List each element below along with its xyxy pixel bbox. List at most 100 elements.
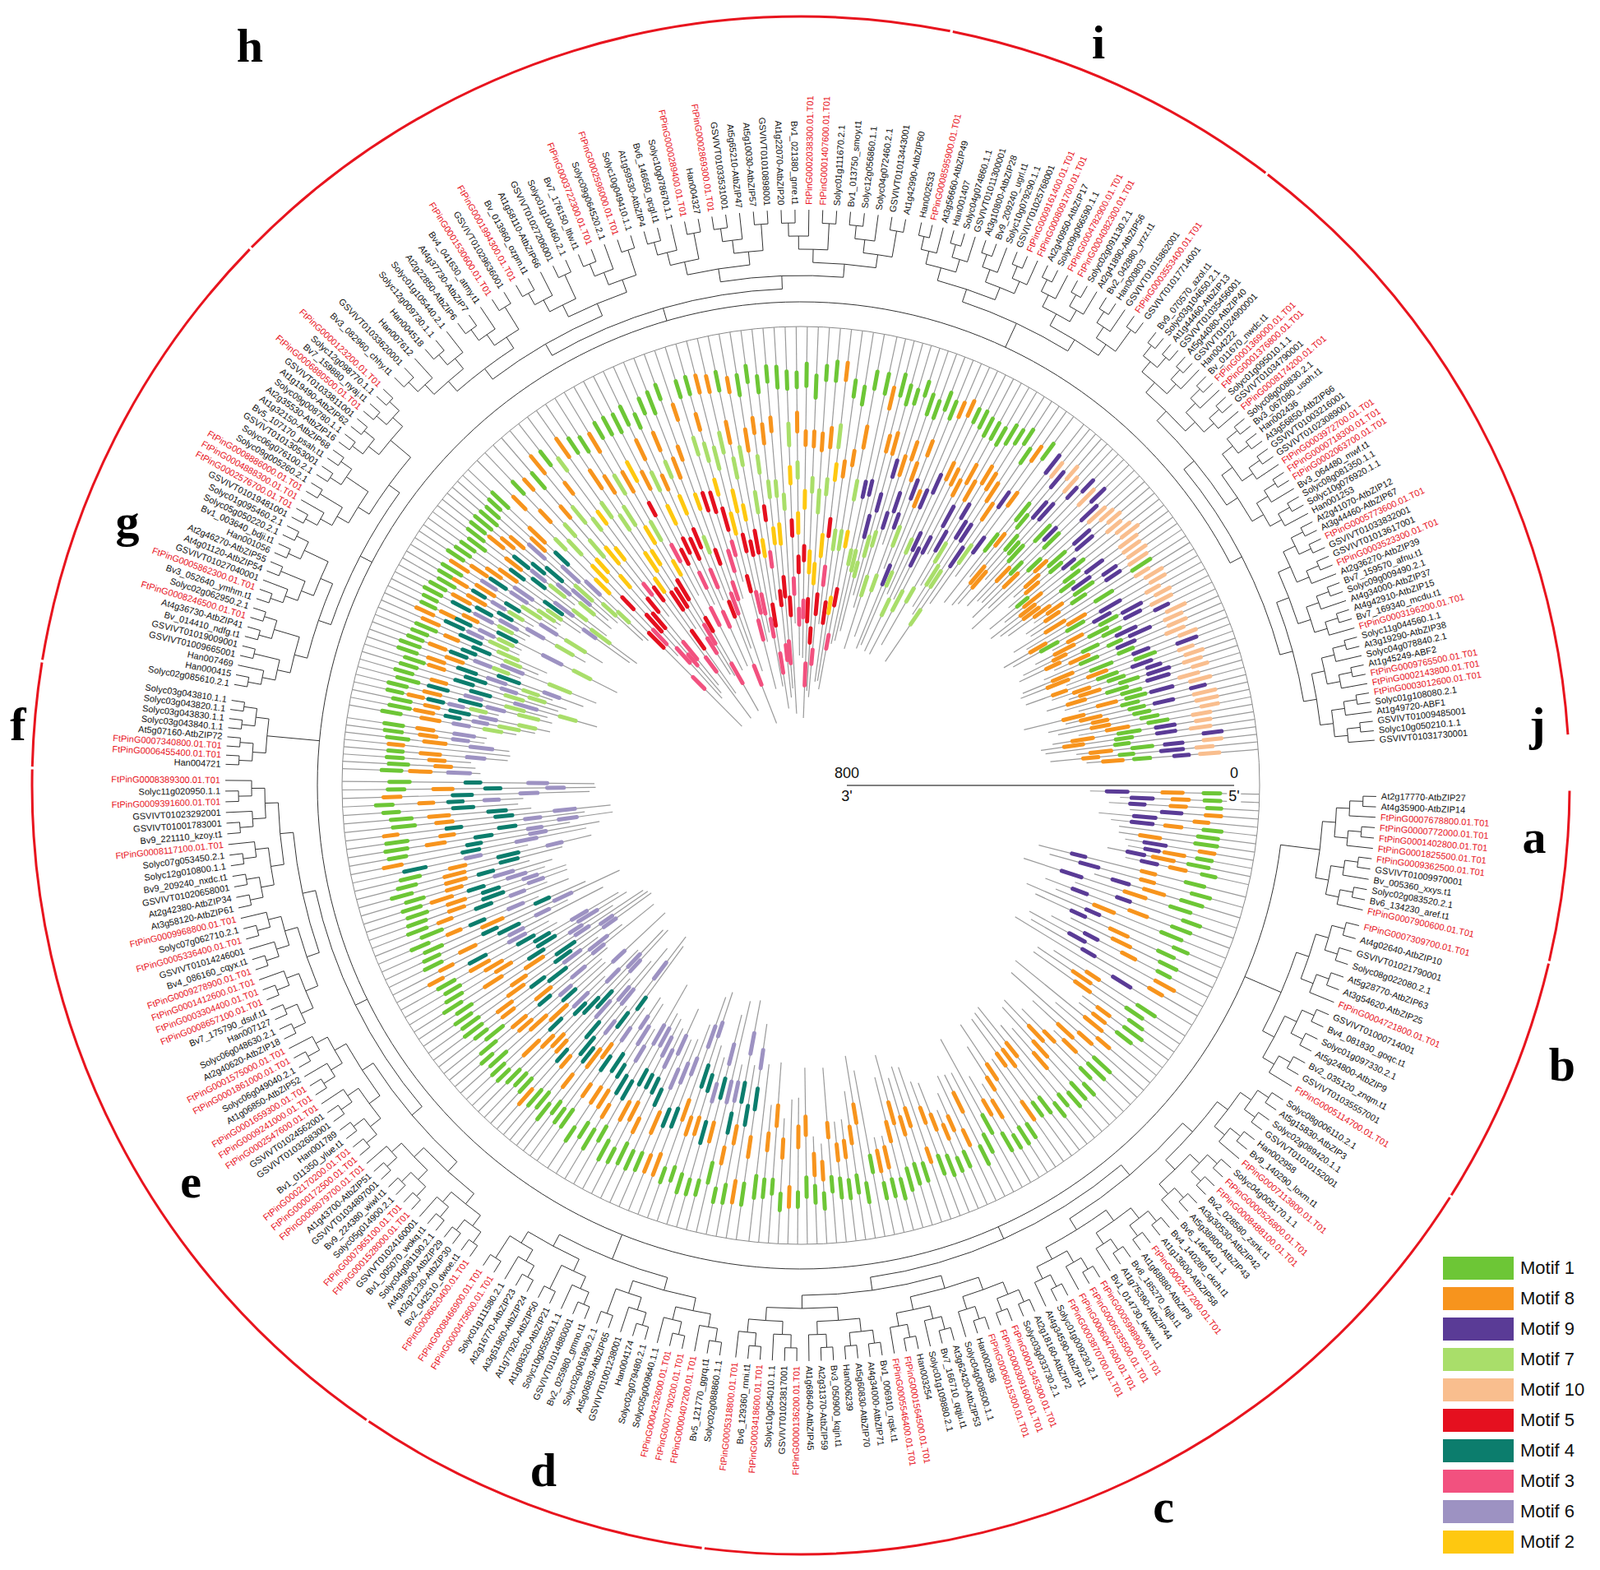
- motif-block: [869, 1155, 874, 1172]
- motif-block: [854, 562, 858, 576]
- motif-block: [997, 1053, 1006, 1065]
- motif-block: [428, 698, 444, 703]
- legend-row: Motif 5: [1442, 1408, 1575, 1432]
- gene-label: FtPinG0001407600.01.T01: [817, 96, 833, 206]
- motif-block: [546, 785, 564, 790]
- motif-block: [1126, 693, 1146, 699]
- protein-line: [442, 499, 575, 606]
- protein-line: [758, 1104, 772, 1242]
- gene-label: At1g22070-AtbZIP20: [772, 120, 787, 206]
- motif-block: [472, 590, 485, 597]
- protein-line: [1023, 582, 1213, 676]
- motif-block: [1203, 738, 1222, 740]
- motif-block: [1058, 1023, 1073, 1037]
- motif-block: [1068, 1092, 1080, 1106]
- motif-block: [715, 371, 720, 390]
- motif-block: [1161, 811, 1182, 814]
- motif-block: [796, 556, 801, 573]
- protein-line: [530, 946, 684, 1157]
- motif-block: [444, 871, 465, 877]
- motif-block: [823, 1193, 825, 1209]
- motif-block: [1191, 684, 1206, 689]
- protein-line: [452, 486, 609, 620]
- motif-block: [582, 1084, 592, 1096]
- motif-block: [1072, 737, 1093, 741]
- motif-block: [518, 714, 538, 720]
- motif-block: [475, 661, 491, 667]
- motif-block: [465, 780, 481, 785]
- motif-block: [488, 809, 506, 812]
- legend-text: Motif 4: [1520, 1439, 1575, 1462]
- protein-line: [516, 1005, 627, 1146]
- motif-block: [683, 538, 690, 553]
- protein-line: [344, 739, 511, 756]
- motif-block: [565, 1127, 575, 1141]
- motif-block: [484, 797, 499, 803]
- motif-block: [448, 906, 464, 911]
- motif-block: [802, 490, 807, 509]
- motif-block: [453, 578, 468, 587]
- motif-block: [826, 479, 828, 495]
- motif-block: [525, 817, 541, 819]
- motif-block: [1063, 744, 1083, 747]
- motif-block: [801, 545, 806, 560]
- motif-block: [460, 944, 477, 953]
- protein-line: [1058, 696, 1252, 735]
- motif-block: [411, 943, 430, 951]
- protein-line: [957, 439, 1101, 605]
- motif-block: [1091, 724, 1110, 728]
- motif-block: [682, 1100, 690, 1120]
- motif-block: [667, 505, 676, 523]
- clade-arc: [32, 662, 42, 768]
- motif-block: [512, 975, 527, 985]
- protein-line: [351, 689, 551, 731]
- motif-block: [1197, 858, 1212, 861]
- motif-block: [1174, 754, 1189, 756]
- motif-block: [910, 610, 921, 625]
- motif-block: [796, 608, 801, 625]
- gene-label: Solyc01g111670.2.1: [832, 124, 848, 206]
- protein-line: [384, 592, 520, 656]
- motif-block: [1169, 867, 1186, 871]
- protein-line: [804, 1067, 808, 1244]
- motif-block: [651, 1112, 661, 1133]
- motif-block: [1150, 574, 1165, 583]
- protein-line: [840, 340, 915, 631]
- motif-block: [910, 462, 917, 480]
- clade-arcs: [32, 16, 1570, 1554]
- motif-block: [447, 886, 463, 891]
- motif-block: [433, 786, 453, 791]
- protein-line: [347, 822, 570, 858]
- motif-block: [390, 818, 412, 820]
- inner-ring: [342, 326, 1260, 1244]
- motif-block: [772, 604, 777, 626]
- protein-line: [1022, 609, 1226, 694]
- motif-block: [947, 1115, 954, 1130]
- protein-line: [1066, 624, 1231, 686]
- motif-block: [712, 1083, 717, 1101]
- motif-block: [408, 693, 424, 698]
- motif-block: [424, 691, 440, 696]
- motif-block: [509, 611, 523, 620]
- motif-block: [693, 529, 701, 548]
- protein-line: [372, 621, 521, 679]
- motif-block: [1203, 790, 1221, 796]
- protein-line: [808, 328, 841, 698]
- motif-block: [832, 530, 836, 550]
- protein-line: [356, 674, 553, 724]
- motif-block: [531, 456, 546, 473]
- protein-line: [406, 550, 534, 627]
- protein-line: [853, 345, 932, 608]
- motif-block: [1126, 1007, 1143, 1018]
- motif-block: [603, 604, 616, 616]
- motif-block: [762, 424, 764, 444]
- protein-line: [423, 524, 581, 634]
- motif-block: [417, 727, 435, 731]
- motif-block: [722, 508, 729, 530]
- motif-block: [531, 472, 546, 488]
- protein-line: [854, 353, 957, 637]
- motif-block: [1129, 910, 1147, 917]
- motif-block: [555, 539, 566, 550]
- motif-block: [679, 495, 688, 514]
- motif-block: [804, 1177, 809, 1198]
